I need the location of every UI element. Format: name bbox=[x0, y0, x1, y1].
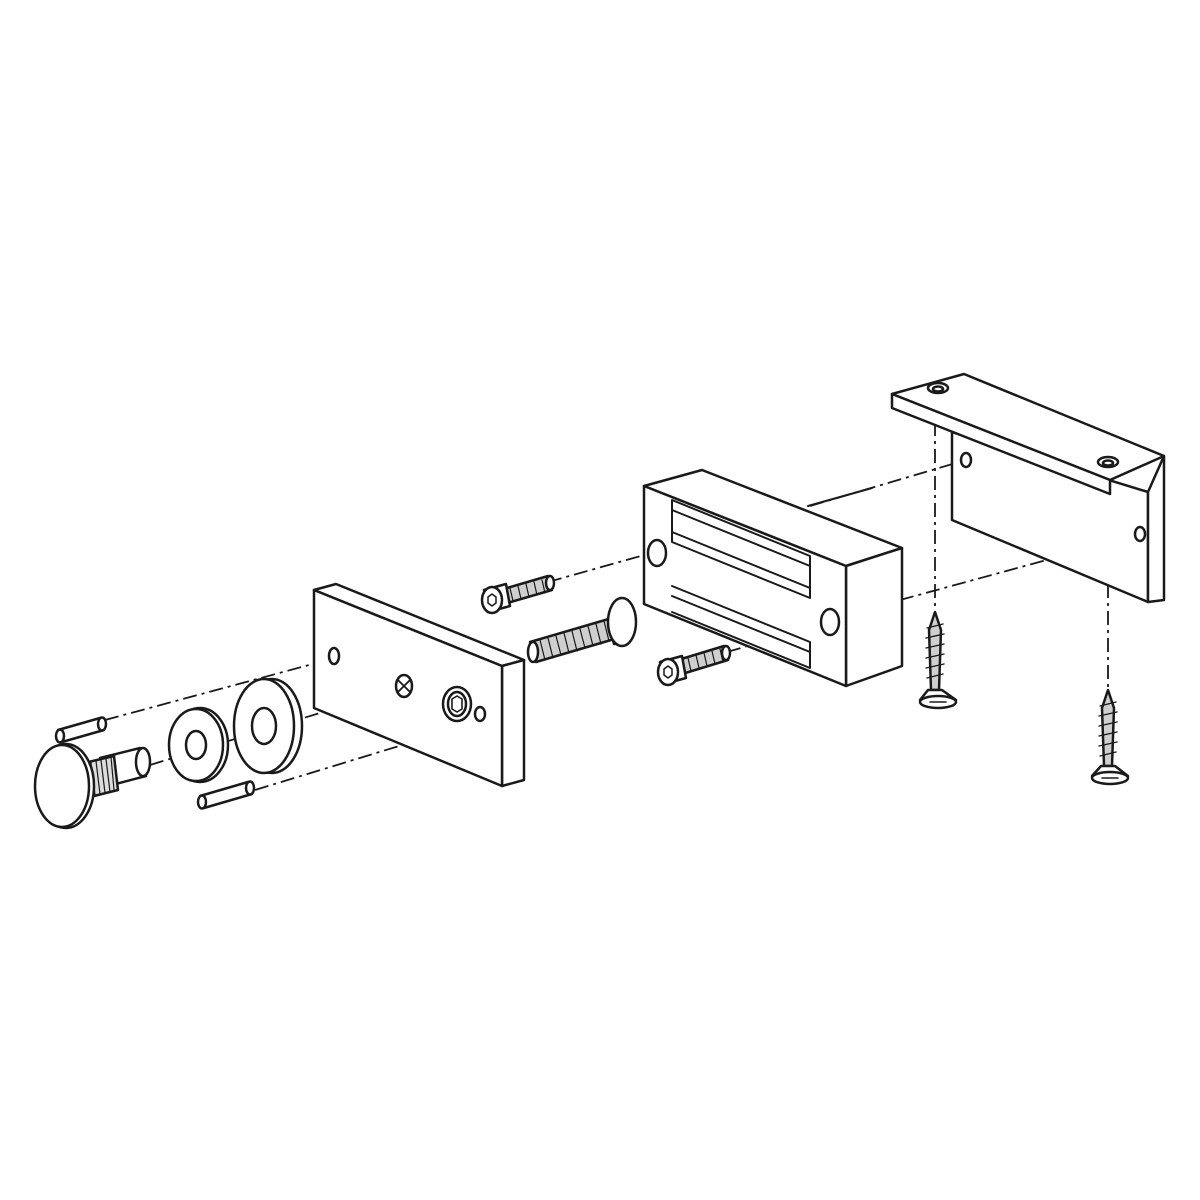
axis-lower-pin bbox=[254, 727, 459, 791]
hex-socket-icon bbox=[451, 695, 463, 713]
spindle-shaft-end bbox=[134, 746, 152, 778]
magnet-block-hole-left bbox=[646, 538, 668, 568]
wood-screw-right bbox=[1090, 688, 1130, 786]
thick-washer-hole bbox=[250, 706, 278, 746]
small-dowel-pin bbox=[54, 716, 108, 744]
bolt-head bbox=[606, 596, 638, 648]
axis-upper-pin bbox=[104, 657, 336, 721]
magnet-block bbox=[642, 468, 904, 688]
l-bracket bbox=[890, 372, 1166, 604]
lower-dowel-pin bbox=[196, 780, 256, 810]
magnet-block-hole-right bbox=[819, 607, 841, 637]
l-bracket-flange-front bbox=[890, 392, 1112, 496]
thick-washer bbox=[232, 677, 304, 775]
thin-washer bbox=[167, 706, 230, 784]
socket-cap-screw-lower bbox=[656, 644, 732, 687]
l-bracket-face-hole-lower bbox=[1133, 525, 1147, 543]
front-plate-pin-hole-lower bbox=[473, 705, 487, 723]
front-plate-pin-hole-upper bbox=[327, 646, 341, 666]
spindle-head bbox=[33, 743, 91, 829]
socket-cap-screw bbox=[480, 574, 556, 615]
thin-washer-hole bbox=[184, 729, 208, 761]
magnet-block-channels bbox=[671, 499, 811, 669]
l-bracket-leg-edge bbox=[1146, 454, 1166, 604]
long-threaded-bolt bbox=[526, 596, 638, 664]
wood-screw bbox=[918, 610, 958, 710]
front-plate-side bbox=[500, 658, 526, 788]
axis-upper-screw bbox=[547, 551, 656, 583]
magnet-block-end bbox=[844, 546, 904, 688]
l-bracket-face-hole-upper bbox=[959, 451, 973, 469]
hex-socket-icon bbox=[663, 665, 673, 679]
front-plate bbox=[312, 582, 526, 788]
hex-socket-icon bbox=[487, 593, 497, 607]
spindle-cap bbox=[33, 742, 152, 830]
